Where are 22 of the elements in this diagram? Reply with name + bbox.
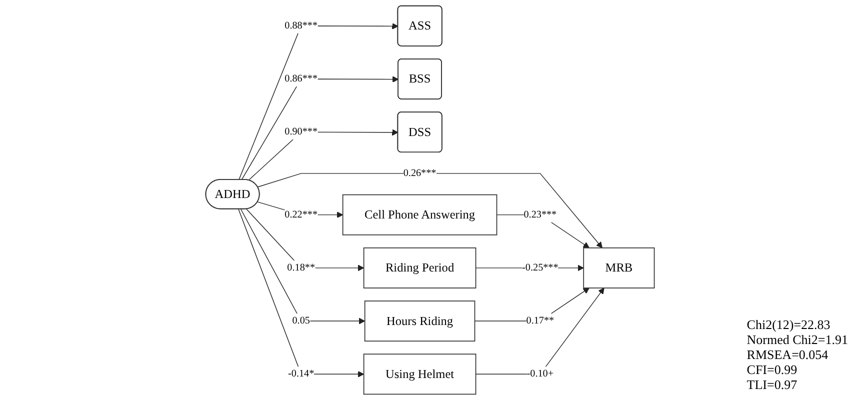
node-box: MRB: [583, 247, 655, 288]
edge-label: 0.88***: [284, 20, 318, 32]
edge-label: 0.90***: [284, 126, 318, 138]
edge-label: 0.18**: [287, 262, 316, 274]
edge-label: 0.23***: [524, 209, 557, 220]
edge-label: 0.86***: [284, 74, 318, 84]
fit-statistic: Normed Chi2=1.91: [746, 332, 848, 347]
fit-statistic: TLI=0.97: [746, 377, 798, 392]
node-box: Cell Phone Answering: [342, 194, 498, 236]
fit-statistic: RMSEA=0.054: [746, 347, 830, 362]
fit-statistic: Chi2(12)=22.83: [746, 317, 832, 332]
edge-label: 0.22***: [284, 209, 318, 220]
edge-label: 0.05: [292, 316, 310, 326]
edge-label: 0.26***: [403, 168, 436, 179]
edge-label: -0.14*: [288, 368, 314, 380]
node-box: Using Helmet: [363, 354, 476, 395]
node-box: Riding Period: [363, 247, 476, 288]
edge-label: 0.17**: [526, 316, 554, 326]
edge-label: -0.25***: [522, 262, 558, 274]
edge-label: -0.10+: [526, 368, 554, 380]
node-box: Hours Riding: [364, 300, 476, 342]
fit-statistic: CFI=0.99: [746, 362, 798, 377]
